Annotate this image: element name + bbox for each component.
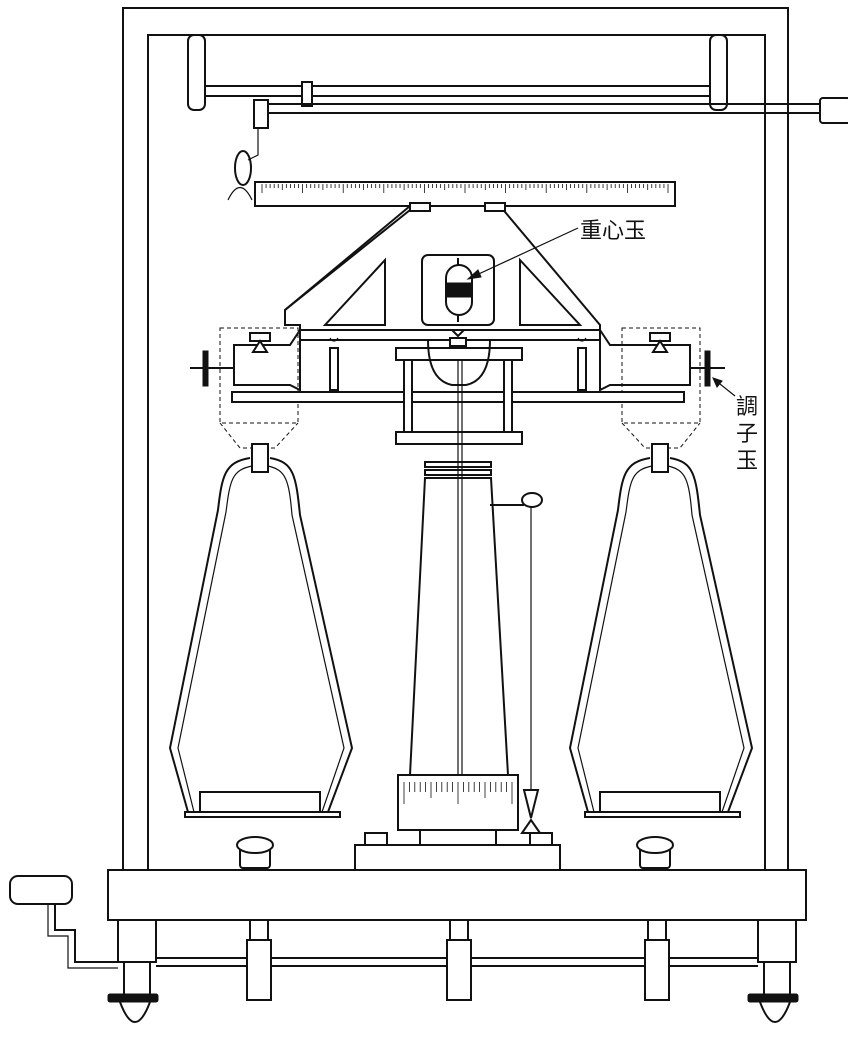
pointer-scale (354, 774, 561, 871)
left-level-screw (123, 961, 151, 998)
truss-window-left (322, 257, 386, 326)
right-support-post (577, 347, 587, 391)
right-end-block (599, 326, 691, 392)
cam-center (446, 939, 472, 1001)
column-body (408, 477, 510, 776)
right-beam-end (599, 326, 725, 449)
rider-hook-holder (253, 99, 269, 129)
scale-pedestal (419, 829, 497, 846)
column-rod-left (403, 359, 413, 433)
right-pan (584, 811, 741, 818)
center-weight-arrow (466, 269, 482, 280)
right-leg (757, 919, 797, 963)
annotations: 重心玉 調 子 玉 (466, 219, 758, 474)
truss-top-block-right (484, 202, 506, 212)
cam-center-top (449, 919, 469, 941)
right-pan-weight (599, 791, 721, 813)
crank-arm-inner (47, 900, 118, 969)
cam-left-top (249, 919, 269, 941)
right-stirrup-outer (568, 457, 754, 813)
level-point (520, 818, 542, 834)
beam-truss (284, 202, 601, 341)
center-weight-label: 重心玉 (580, 219, 646, 244)
base-plate (107, 869, 807, 921)
pointer-yoke (427, 339, 491, 386)
left-pan (184, 811, 341, 818)
right-foot (759, 1001, 791, 1023)
right-stirrup-hook (651, 443, 669, 473)
central-column (395, 329, 543, 819)
center-weight-band (445, 282, 473, 298)
rider-weight (234, 150, 252, 186)
left-leg (117, 919, 157, 963)
plumb-ring (521, 492, 543, 508)
right-support-hook (577, 337, 587, 342)
base-plinth (107, 869, 807, 1023)
left-support-hook (329, 337, 339, 342)
left-pan-assembly (168, 443, 354, 869)
column-rod-right (503, 359, 513, 433)
crank-arm (54, 900, 118, 963)
right-knife-edge (651, 339, 669, 353)
pointer-scale-ticks (403, 782, 513, 804)
truss-top-block-left (409, 202, 431, 212)
beam-ticks (261, 184, 669, 193)
cam-left (246, 939, 272, 1001)
left-adjust-nut (202, 350, 209, 387)
adjust-weight-label-2: 子 (736, 422, 758, 447)
truss-edge-left (284, 209, 411, 311)
rail-right-bracket (709, 34, 728, 111)
base-block-left (364, 832, 388, 846)
arrest-crank (9, 875, 118, 969)
left-end-dashed-housing (219, 327, 299, 424)
adjust-weight-arrow (712, 377, 723, 388)
center-knife-edge (449, 329, 467, 338)
cam-right-top (647, 919, 667, 941)
left-stirrup-hook (251, 443, 269, 473)
left-knife-edge (251, 339, 269, 353)
right-foot-knurl (747, 993, 799, 1003)
crank-handle (9, 875, 73, 905)
right-pan-rest-cap (636, 836, 674, 854)
left-stirrup-inner (177, 465, 345, 813)
left-pan-weight (199, 791, 321, 813)
right-end-dashed-housing (621, 327, 701, 424)
top-rail (187, 34, 848, 201)
left-foot-knurl (107, 993, 159, 1003)
column-base (354, 844, 561, 871)
graduated-beam (254, 181, 676, 207)
push-rod-knob (819, 97, 848, 124)
rail-left-bracket (187, 34, 206, 111)
right-pan-assembly (568, 443, 754, 869)
left-support-post (329, 347, 339, 391)
rider-foot (227, 186, 253, 201)
rider-hook-wire (247, 128, 259, 161)
cam-right (644, 939, 670, 1001)
column-mid-plate (395, 431, 523, 445)
adjust-weight-label-1: 調 (736, 395, 758, 420)
left-foot (119, 1001, 151, 1023)
plumb-bob (522, 789, 540, 819)
right-stirrup-inner (577, 465, 745, 813)
base-block-right (529, 832, 553, 846)
column-top-plate (395, 347, 523, 361)
left-pan-rest-cap (236, 836, 274, 854)
right-level-screw (763, 961, 791, 998)
right-adjust-nut (704, 350, 711, 387)
center-weight-leader (469, 227, 579, 279)
left-stirrup-outer (168, 457, 354, 813)
center-knife-block (449, 337, 467, 347)
left-beam-end (190, 326, 301, 449)
rail-slider (301, 81, 313, 107)
adjust-weight-label-3: 玉 (736, 449, 758, 474)
left-end-block (233, 326, 301, 392)
truss-window-right (519, 257, 583, 326)
